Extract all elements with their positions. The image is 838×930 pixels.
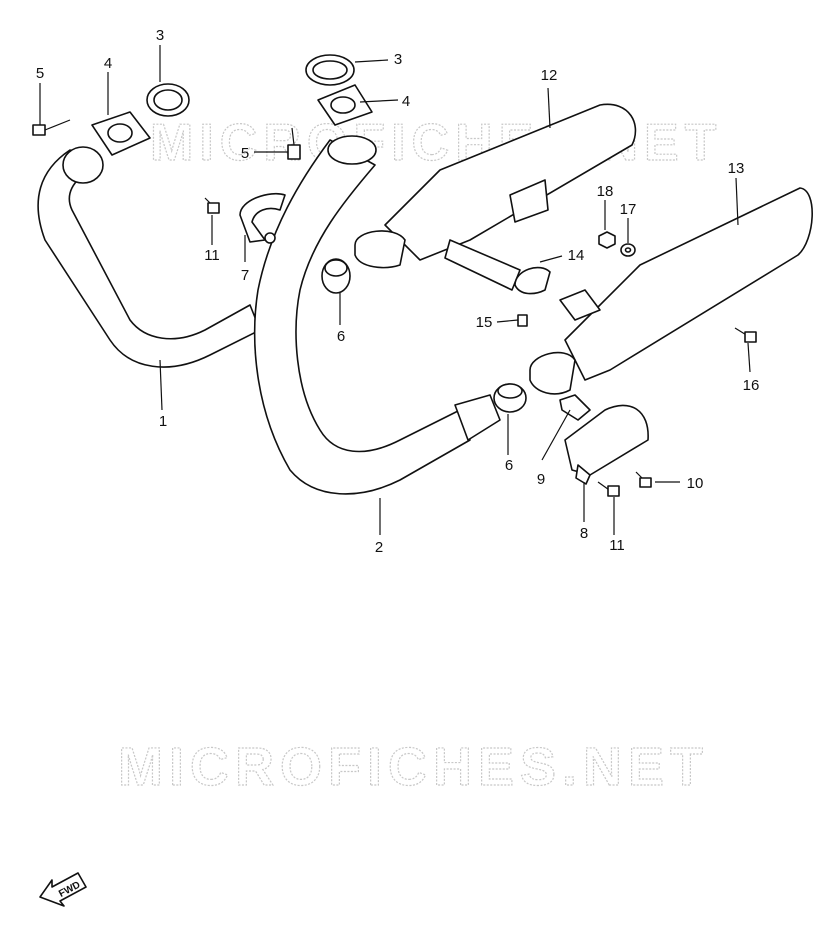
callout-3a: 3 [156, 27, 164, 44]
callout-6b: 6 [505, 457, 513, 474]
pipe-clamp [239, 193, 286, 244]
callout-18: 18 [597, 183, 614, 200]
callout-9: 9 [537, 471, 545, 488]
callout-7: 7 [241, 267, 249, 284]
callout-11b: 11 [609, 537, 625, 554]
muffler-lower [529, 187, 813, 395]
callout-5a: 5 [36, 65, 44, 82]
washer [620, 243, 636, 257]
callout-8: 8 [580, 525, 588, 542]
clamp-bolt-front [204, 197, 220, 214]
muffler-bracket [559, 394, 591, 421]
muffler-clamp [514, 266, 551, 295]
callout-13: 13 [728, 160, 745, 177]
pipe-flange-rear [317, 84, 373, 126]
flange-bolt-front [32, 119, 71, 136]
callout-5b: 5 [241, 145, 249, 162]
callout-4a: 4 [104, 55, 112, 72]
exhaust-gasket-2 [305, 54, 355, 86]
muffler-bolt-small [517, 314, 528, 327]
pipe-flange-front [91, 111, 151, 156]
muffler-upper [354, 103, 637, 291]
callout-1: 1 [159, 413, 167, 430]
pipe-connector-upper [321, 258, 351, 294]
fwd-arrow-icon: FWD [39, 872, 87, 907]
callout-12: 12 [541, 67, 558, 84]
nut [598, 231, 616, 249]
callout-11a: 11 [204, 247, 220, 264]
watermark-bottom: MICROFICHES.NET [118, 737, 709, 797]
clamp-bolt-rear [597, 481, 620, 497]
pipe-connector-lower [493, 383, 527, 413]
leader-lines [39, 45, 751, 535]
callout-17: 17 [620, 201, 637, 218]
callout-10: 10 [687, 475, 704, 492]
callout-14: 14 [568, 247, 585, 264]
muffler-cover [564, 404, 649, 485]
exhaust-pipe-front [37, 146, 261, 368]
callout-2: 2 [375, 539, 383, 556]
callout-6a: 6 [337, 328, 345, 345]
watermark-top: MICROFICHES.NET [150, 114, 722, 172]
cover-bolt [635, 471, 652, 488]
callout-4b: 4 [402, 93, 410, 110]
callout-3b: 3 [394, 51, 402, 68]
callout-16: 16 [743, 377, 760, 394]
callout-15: 15 [476, 314, 493, 331]
muffler-bolt-rear [734, 327, 757, 343]
exhaust-gasket-1 [146, 83, 190, 117]
exhaust-pipe-rear [253, 135, 501, 495]
